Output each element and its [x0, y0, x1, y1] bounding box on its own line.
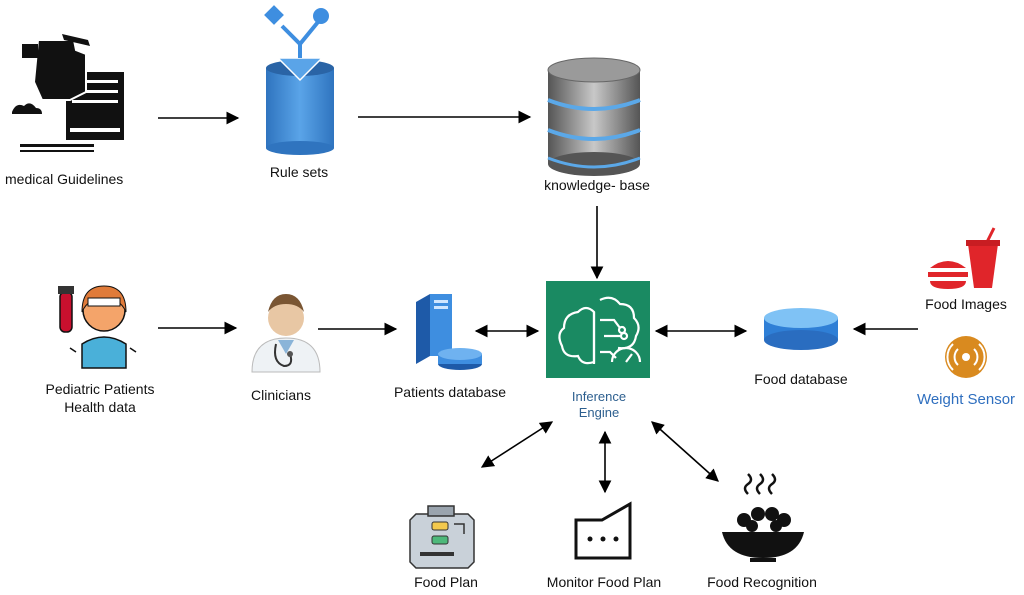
arrows: [158, 110, 918, 494]
doctor-icon: [251, 294, 321, 373]
food-recognition-label: Food Recognition: [707, 574, 817, 590]
monitor-icon: [574, 501, 632, 560]
arrow-inference-foodplan: [480, 421, 554, 468]
medical-guidelines-label: medical Guidelines: [5, 171, 124, 187]
server-database-icon: [547, 57, 641, 176]
fast-food-icon: [928, 227, 1000, 289]
arrow-inference-recognition: [651, 421, 719, 482]
sensor-icon: [945, 336, 987, 378]
brain-chip-icon: [546, 281, 650, 378]
knowledge-base-label: knowledge- base: [544, 177, 650, 193]
food-images-label: Food Images: [925, 296, 1007, 312]
blue-disk-icon: [764, 308, 838, 350]
pediatric-patients-label: Pediatric Patients: [45, 381, 155, 397]
plan-icon: [409, 505, 475, 569]
inference-label: Inference: [571, 389, 627, 404]
food-bowl-icon: [722, 473, 804, 562]
filter-cylinder-icon: [264, 5, 334, 155]
rule-sets-label: Rule sets: [269, 164, 329, 180]
health-data-label: Health data: [64, 399, 136, 415]
document-hand-icon: [12, 34, 124, 152]
engine-label: Engine: [578, 405, 620, 420]
food-plan-label: Food Plan: [414, 574, 478, 590]
patient-icon: [58, 285, 137, 369]
monitor-food-plan-label: Monitor Food Plan: [546, 574, 662, 590]
patients-database-label: Patients database: [393, 384, 507, 400]
weight-sensor-label: Weight Sensor: [916, 391, 1016, 408]
server-icon: [416, 294, 482, 370]
food-database-label: Food database: [754, 371, 848, 387]
clinicians-label: Clinicians: [251, 387, 311, 403]
